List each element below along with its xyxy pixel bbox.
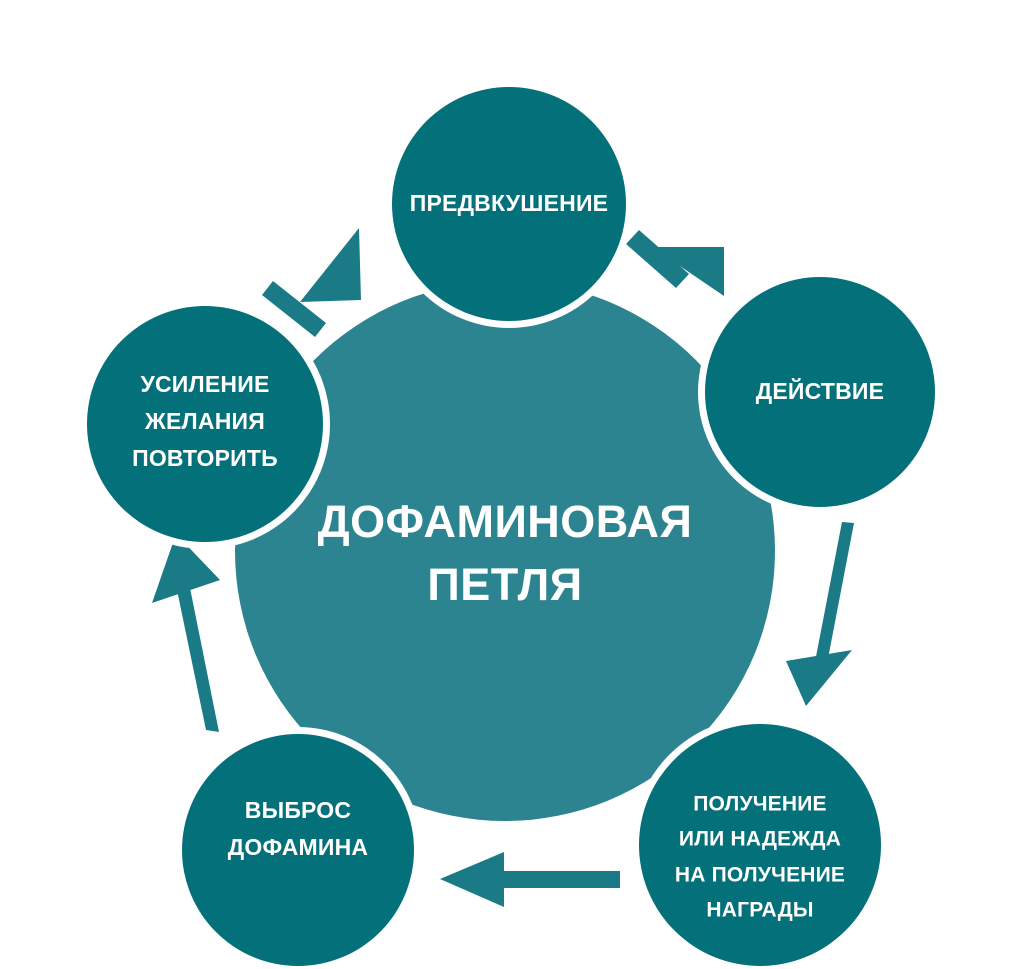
- arrow-action-to-reward: [786, 522, 854, 706]
- center-circle-group: [235, 281, 775, 821]
- node-reward-circle[interactable]: [639, 724, 881, 966]
- node-dopamine-release-label-line-1: ВЫБРОС: [245, 797, 351, 823]
- center-circle: [235, 281, 775, 821]
- center-title-line-2: ПЕТЛЯ: [427, 559, 582, 610]
- node-reward[interactable]: ПОЛУЧЕНИЕ ИЛИ НАДЕЖДА НА ПОЛУЧЕНИЕ НАГРА…: [632, 717, 888, 969]
- nodes-layer: ПРЕДВКУШЕНИЕ ДЕЙСТВИЕ ПОЛУЧЕНИЕ ИЛИ НАДЕ…: [80, 80, 942, 969]
- center-title-line-1: ДОФАМИНОВАЯ: [318, 496, 693, 547]
- node-dopamine-release[interactable]: ВЫБРОС ДОФАМИНА: [175, 727, 421, 969]
- node-desire-reinforcement-label-line-1: УСИЛЕНИЕ: [140, 371, 269, 397]
- node-action-label: ДЕЙСТВИЕ: [756, 377, 884, 404]
- node-dopamine-release-label-line-2: ДОФАМИНА: [228, 834, 368, 860]
- center-title: ДОФАМИНОВАЯ ПЕТЛЯ: [318, 496, 693, 610]
- node-anticipation-label: ПРЕДВКУШЕНИЕ: [410, 190, 608, 216]
- arrow-dopamine-to-desire: [152, 534, 220, 732]
- node-reward-label-line-4: НАГРАДЫ: [706, 899, 813, 922]
- node-desire-reinforcement[interactable]: УСИЛЕНИЕ ЖЕЛАНИЯ ПОВТОРИТЬ: [80, 299, 330, 549]
- node-anticipation[interactable]: ПРЕДВКУШЕНИЕ: [385, 80, 633, 328]
- node-action-circle[interactable]: [705, 277, 935, 507]
- node-anticipation-circle[interactable]: [392, 87, 626, 321]
- node-reward-label-line-3: НА ПОЛУЧЕНИЕ: [675, 864, 845, 887]
- arrow-desire-to-anticipation: [262, 228, 361, 337]
- arrow-reward-to-dopamine: [440, 852, 620, 907]
- arrows-layer: [152, 228, 854, 907]
- node-reward-label-line-1: ПОЛУЧЕНИЕ: [693, 793, 827, 816]
- node-action[interactable]: ДЕЙСТВИЕ: [698, 270, 942, 514]
- node-desire-reinforcement-circle[interactable]: [87, 306, 323, 542]
- node-desire-reinforcement-label-line-3: ПОВТОРИТЬ: [132, 445, 278, 471]
- node-reward-label-line-2: ИЛИ НАДЕЖДА: [679, 828, 841, 851]
- node-desire-reinforcement-label-line-2: ЖЕЛАНИЯ: [144, 408, 265, 434]
- node-dopamine-release-circle[interactable]: [182, 734, 414, 966]
- arrow-anticipation-to-action: [626, 230, 724, 296]
